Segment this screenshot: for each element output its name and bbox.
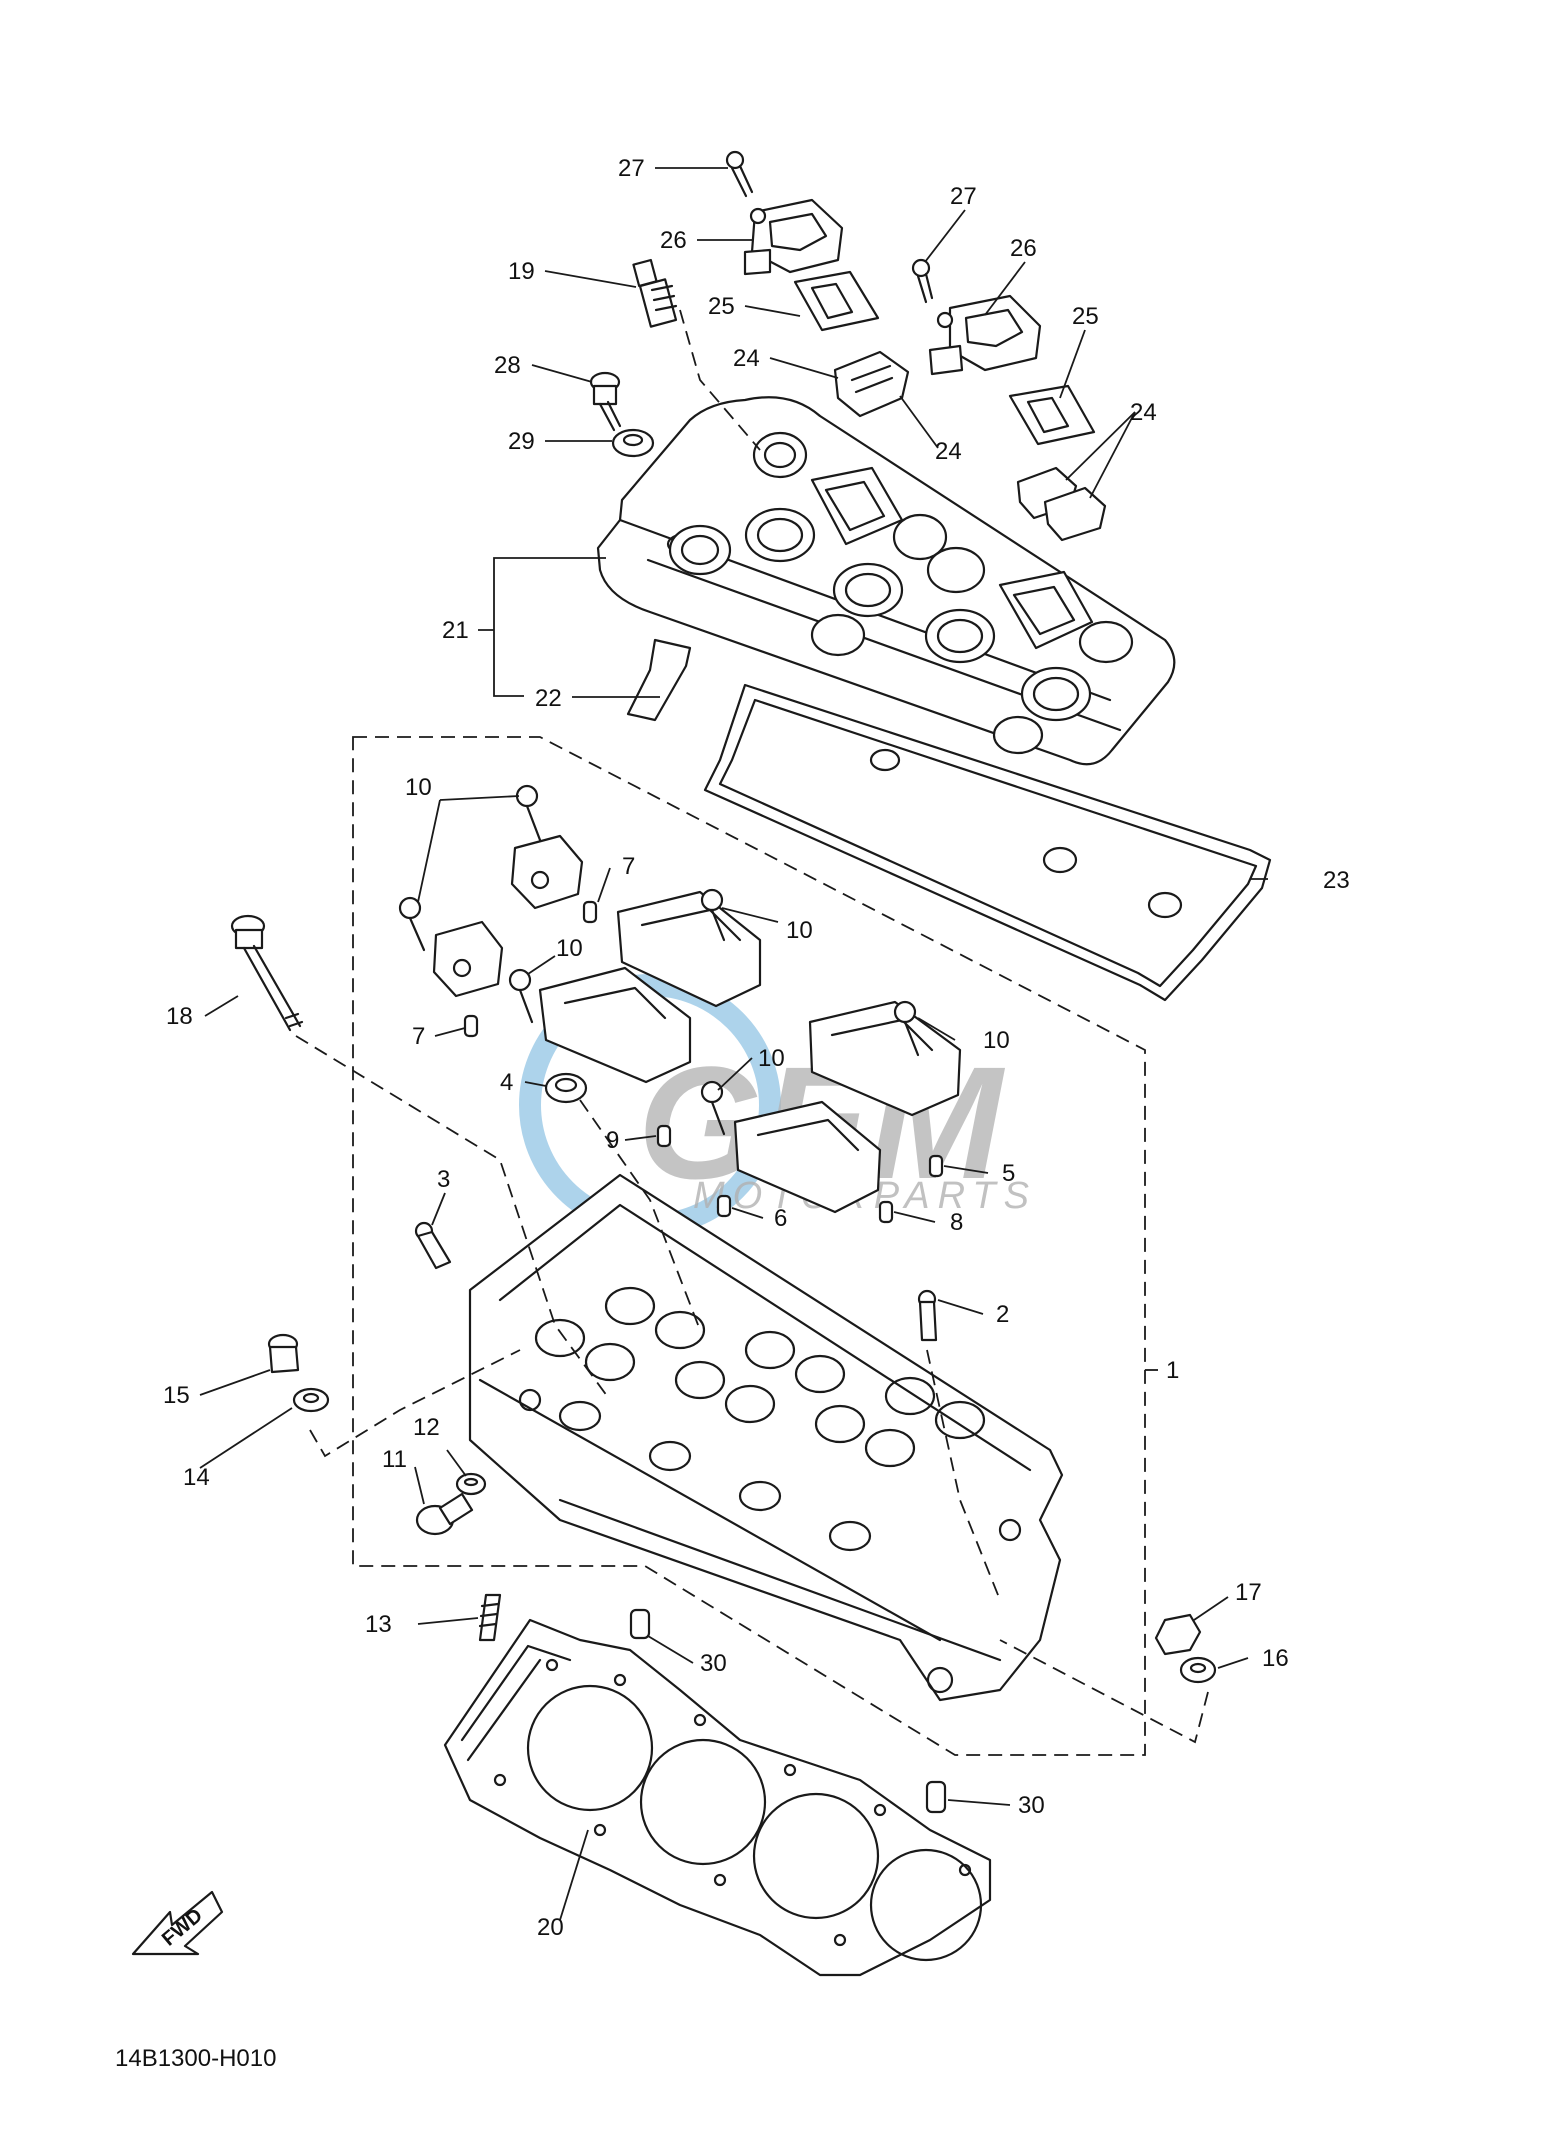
stud-13 [478,1593,502,1642]
cap-bolt-group [398,784,920,1136]
clip-24-upper [833,350,910,418]
callout-13: 13 [365,1611,392,1638]
stud-2 [917,1289,938,1342]
callout-2: 2 [996,1301,1009,1328]
callout-8: 8 [950,1209,963,1236]
washer-16 [1179,1656,1217,1684]
dowel-30-lower [925,1780,947,1814]
callout-26: 26 [660,227,687,254]
callout-6: 6 [774,1205,787,1232]
cam-cap-lower-a [808,1000,962,1117]
callout-28: 28 [494,352,521,379]
callout-27: 27 [618,155,645,182]
ignition-coil-left [743,198,844,276]
callout-26: 26 [1010,235,1037,262]
callout-17: 17 [1235,1579,1262,1606]
callout-10: 10 [758,1045,785,1072]
cylinder-head [468,1173,1064,1702]
dowel-30-upper [629,1608,651,1640]
callout-21: 21 [442,617,469,644]
fwd-arrow: FWD [131,1890,224,1956]
callout-25: 25 [708,293,735,320]
callout-30: 30 [700,1650,727,1677]
callout-11: 11 [382,1446,407,1473]
dowel-pins [463,900,944,1224]
fwd-arrow-icon [131,1890,224,1956]
cylinder-head-cover [596,396,1176,766]
callout-18: 18 [166,1003,193,1030]
callout-5: 5 [1002,1160,1015,1187]
callout-20: 20 [537,1914,564,1941]
leader-lines [199,167,1268,1921]
callout-24: 24 [1130,399,1157,426]
valve-bores [534,1286,986,1552]
bolt-27-left [725,150,754,198]
plug-15 [267,1333,300,1374]
callout-27: 27 [950,183,977,210]
washer-14 [292,1387,330,1413]
callout-24: 24 [935,438,962,465]
callout-3: 3 [437,1166,450,1193]
coil-gasket-right [1008,384,1096,446]
callout-15: 15 [163,1382,190,1409]
cover-gasket [703,683,1272,1002]
callouts: 27 26 19 25 27 26 25 24 28 24 24 29 21 2… [163,155,1350,1941]
clip-24-right-b [1043,486,1107,542]
plug-4 [544,1072,588,1104]
callout-19: 19 [508,258,535,285]
washer-29 [611,428,655,458]
callout-9: 9 [606,1127,619,1154]
callout-14: 14 [183,1464,210,1491]
cam-cap-lower-b [733,1100,882,1214]
callout-24: 24 [733,345,760,372]
callout-22: 22 [535,685,562,712]
callout-10: 10 [556,935,583,962]
callout-29: 29 [508,428,535,455]
bolt-27-right [911,258,934,304]
diagram-code: 14B1300-H010 [115,2045,276,2072]
callout-10: 10 [786,917,813,944]
callout-7: 7 [622,853,635,880]
washer-12 [455,1472,487,1496]
bolt-28 [589,371,622,432]
callout-23: 23 [1323,867,1350,894]
callout-12: 12 [413,1414,440,1441]
cam-cap-upper-b [538,966,692,1084]
coil-gasket-left [793,270,880,332]
stud-3 [414,1221,452,1270]
callout-16: 16 [1262,1645,1289,1672]
head-gasket [443,1618,992,1977]
bracket-22 [626,638,692,722]
callout-1: 1 [1166,1357,1179,1384]
callout-25: 25 [1072,303,1099,330]
callout-7: 7 [412,1023,425,1050]
bolt-11 [415,1492,474,1536]
callout-10: 10 [983,1027,1010,1054]
ignition-coil-right [928,294,1042,376]
callout-30: 30 [1018,1792,1045,1819]
nut-17 [1154,1613,1202,1656]
callout-10: 10 [405,774,432,801]
callout-4: 4 [500,1069,513,1096]
cam-cap-front-small-lower [432,920,504,998]
cam-cap-front-small-upper [510,834,584,910]
spark-plug [632,258,678,328]
head-bolt-18 [230,914,304,1032]
